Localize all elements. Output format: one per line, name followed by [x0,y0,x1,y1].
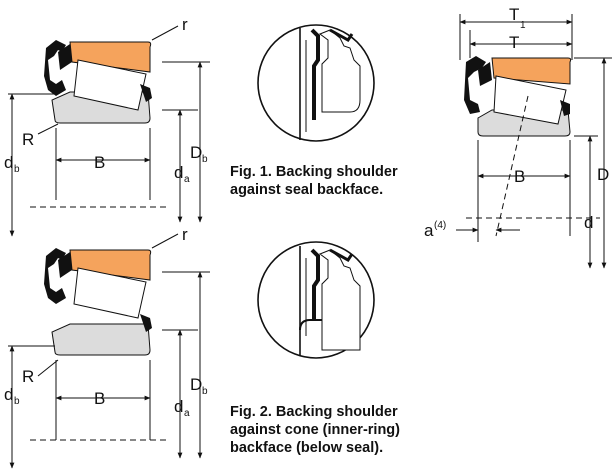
figure2-label-db-sub: b [14,396,20,407]
side-label-B: B [514,167,525,186]
figure1-label-da-sub: a [184,174,190,185]
figure1-label-R: R [22,130,34,149]
figure1-label-Db: D [190,143,202,162]
figure1-label-db: d [4,153,13,172]
figure2-bearing: r R d b B d a D b [4,225,210,469]
figure1-roller [73,59,147,111]
figure1-seal [44,40,152,102]
figure1-label-db-sub: b [14,164,20,175]
figure1-caption-line2: against seal backface. [230,182,383,198]
side-label-a-sup: (4) [434,220,446,231]
figure2-detail-circle [257,241,375,359]
figure2-label-da: d [174,397,183,416]
figure1-cup [69,41,152,73]
figure2-label-db: d [4,385,13,404]
figure2-caption-line3: backface (below seal). [230,440,383,456]
figure2-caption-line2: against cone (inner-ring) [230,422,400,438]
figure2-label-da-sub: a [184,408,190,419]
side-label-a: a [424,221,434,240]
figure1-detail-circle [257,24,375,142]
figure1-caption-line1: Fig. 1. Backing shoulder [230,164,398,180]
side-label-T1: T [509,5,519,24]
figure2-label-R: R [22,367,34,386]
figure2-label-r: r [182,225,188,244]
figure2-label-B: B [94,389,105,408]
figure1-label-r: r [182,15,188,34]
side-bearing [456,14,612,269]
side-label-T1-sub: 1 [520,20,526,31]
figure1-label-da: d [174,163,183,182]
side-label-d: d [584,213,593,232]
side-label-T: T [509,33,519,52]
figure2-label-Db-sub: b [202,386,208,397]
side-label-D: D [597,165,609,184]
figure1-label-B: B [94,153,105,172]
figure2-caption-line1: Fig. 2. Backing shoulder [230,404,398,420]
figure1-label-Db-sub: b [202,154,208,165]
figure1-bearing: r R d b B d a D b [4,15,210,237]
figure2-label-Db: D [190,375,202,394]
